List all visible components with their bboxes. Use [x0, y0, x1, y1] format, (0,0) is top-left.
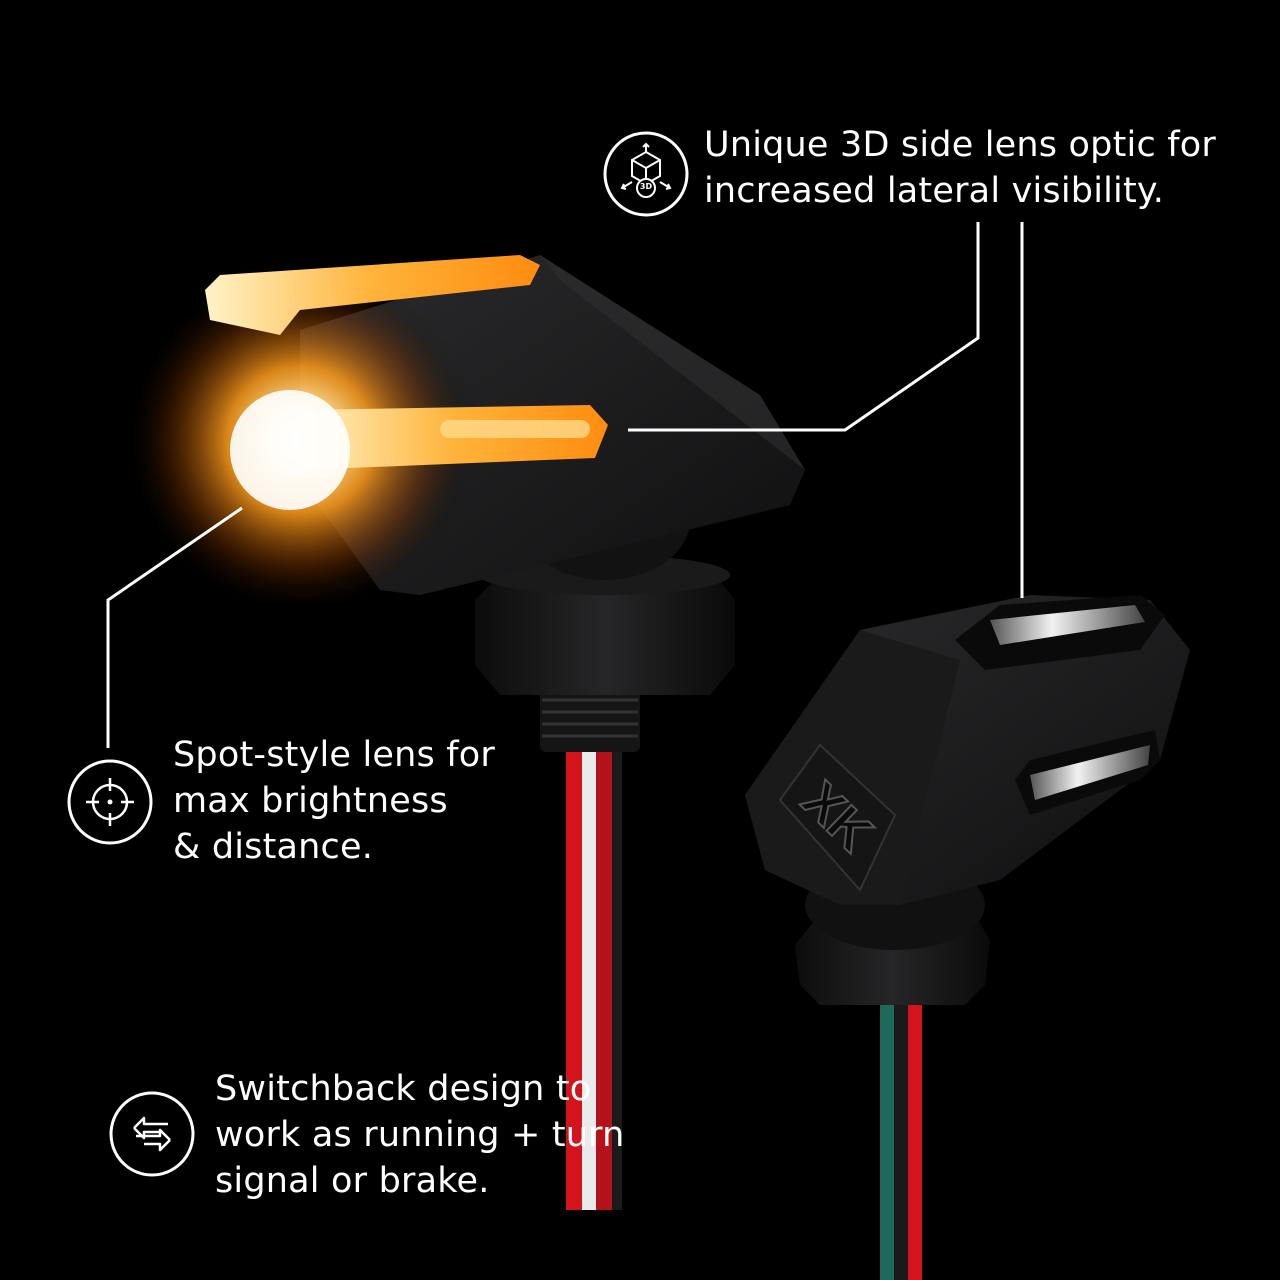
- side-lens-text-line-2: increased lateral visibility.: [704, 171, 1165, 211]
- crosshair-target-icon: [66, 758, 154, 846]
- spot-lens-text-line-2: max brightness: [173, 781, 448, 821]
- spot-lens-feature-text: Spot-style lens for max brightness & dis…: [173, 732, 495, 870]
- side-lens-leader-line: [628, 222, 980, 432]
- side-lens-text-line-1: Unique 3D side lens optic for: [704, 125, 1216, 165]
- spot-lens-leader-line: [106, 506, 243, 748]
- 3d-cube-icon: [602, 130, 690, 218]
- 3d-icon-label: 3D: [639, 182, 653, 191]
- switchback-text-line-2: work as running + turn: [215, 1115, 625, 1155]
- spot-lens-text-line-3: & distance.: [173, 827, 374, 867]
- side-lens-feature-text: Unique 3D side lens optic for increased …: [704, 122, 1216, 214]
- switchback-feature-text: Switchback design to work as running + t…: [215, 1066, 625, 1204]
- switchback-text-line-1: Switchback design to: [215, 1069, 592, 1109]
- switchback-text-line-3: signal or brake.: [215, 1161, 490, 1201]
- bidirectional-arrows-icon: [108, 1090, 196, 1178]
- callout-lines: [106, 222, 1024, 748]
- spot-lens-text-line-1: Spot-style lens for: [173, 735, 495, 775]
- unlit-signal-light: [745, 595, 1190, 1280]
- amber-signal-light: [125, 255, 805, 1210]
